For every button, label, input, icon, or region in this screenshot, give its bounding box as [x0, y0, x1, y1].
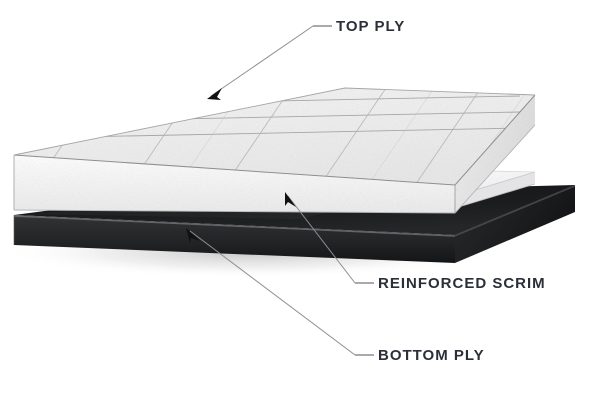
- callout-bottom-ply: BOTTOM PLY: [186, 228, 485, 364]
- scrim-leader-line: [287, 195, 356, 284]
- scrim-right-face: [455, 172, 535, 208]
- callout-top-ply: TOP PLY: [207, 18, 405, 100]
- scrim-arrowhead: [285, 192, 296, 207]
- top-ply-arrowhead: [207, 88, 222, 100]
- bottom-ply-edge-highlight-right: [454, 185, 576, 237]
- layer-top-ply: [13, 87, 536, 214]
- bottom-ply-right-face: [455, 185, 575, 263]
- label-bottom-ply: BOTTOM PLY: [378, 347, 485, 364]
- top-ply-back-edge: [13, 87, 536, 156]
- top-ply-leader-line: [210, 25, 314, 97]
- label-reinforced-scrim: REINFORCED SCRIM: [378, 275, 546, 292]
- bottom-ply-edge-highlight: [13, 215, 456, 237]
- bottom-ply-arrowhead: [186, 228, 200, 243]
- label-top-ply: TOP PLY: [336, 18, 405, 35]
- callout-reinforced-scrim: REINFORCED SCRIM: [285, 192, 546, 292]
- bottom-ply-front-face: [14, 215, 455, 263]
- bottom-ply-leader-line: [189, 230, 356, 356]
